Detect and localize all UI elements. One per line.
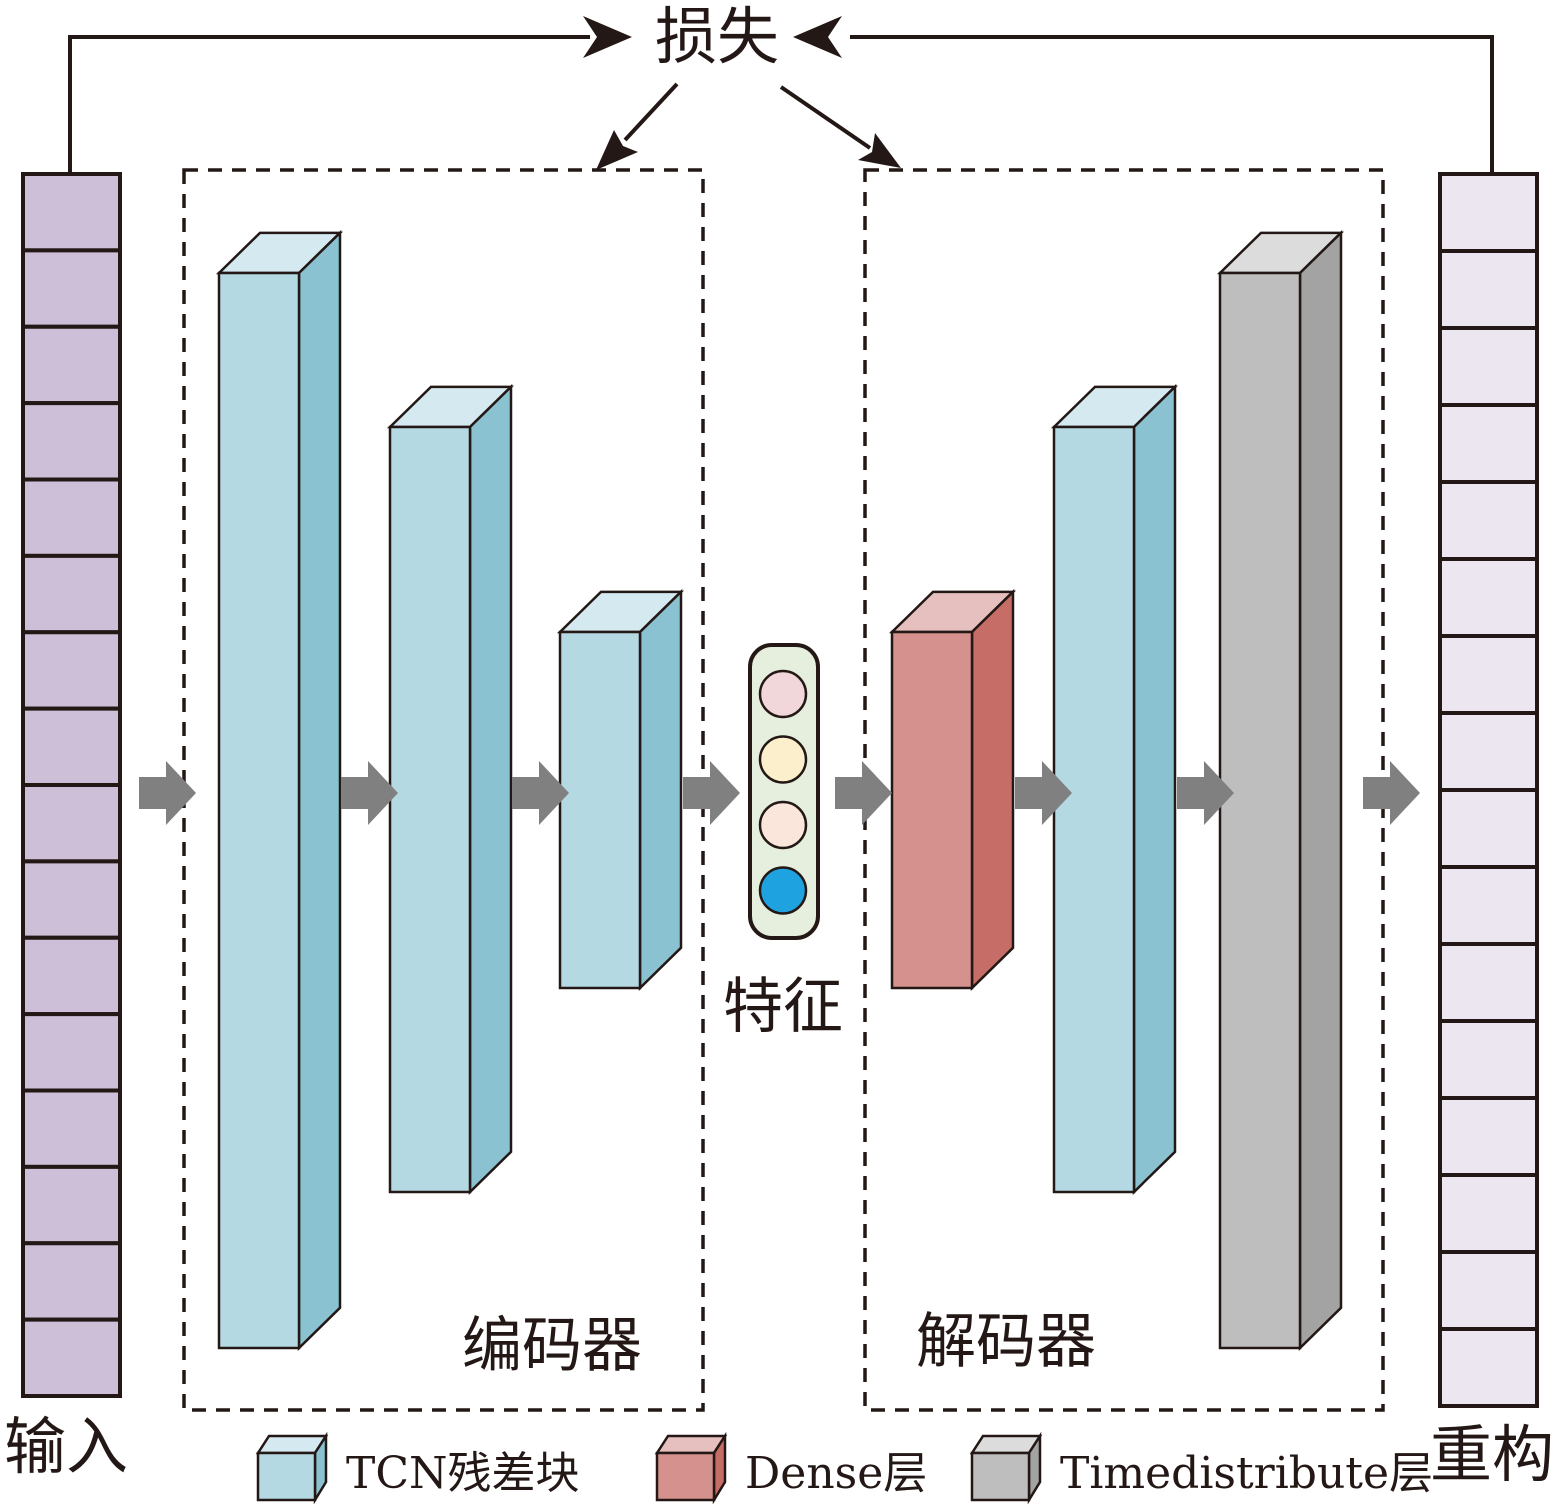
feature-unit (758, 735, 808, 784)
column-cell (21, 1012, 122, 1093)
loss-connectors (68, 35, 1494, 172)
flow-arrow-icon (341, 761, 398, 825)
legend-item-dense: Dense层 (654, 1431, 927, 1504)
column-cell (1438, 1327, 1539, 1408)
column-cell (21, 783, 122, 864)
encoder-layers (215, 229, 685, 1351)
encoder-label: 编码器 (462, 1311, 642, 1381)
decoder-layer-dense (888, 588, 1017, 991)
decoder-layer-tcn (1050, 383, 1179, 1195)
feature-unit (758, 669, 808, 719)
column-cell (1438, 788, 1539, 869)
column-cell (21, 553, 122, 635)
arrowhead-icon (583, 16, 632, 58)
column-cell (1438, 1173, 1539, 1254)
box-side (297, 229, 342, 1351)
decoder-label: 解码器 (916, 1307, 1096, 1377)
box-front (1218, 271, 1302, 1350)
column-cell (1438, 172, 1539, 253)
flow-arrow-icon (512, 761, 569, 825)
column-cell (1438, 1096, 1539, 1177)
feature-vector (748, 643, 820, 940)
decoder-layers (888, 229, 1345, 1351)
column-cell (1438, 865, 1539, 946)
column-cell (21, 630, 122, 711)
legend-swatch-front (655, 1451, 716, 1502)
column-cell (1438, 403, 1539, 484)
column-cell (21, 1241, 122, 1322)
legend-label: Dense层 (745, 1448, 927, 1499)
legend-item-timedist: Timedistribute层 (969, 1431, 1433, 1504)
column-cell (21, 935, 122, 1017)
legend-label: TCN残差块 (346, 1448, 580, 1499)
column-cell (1438, 942, 1539, 1023)
box-side (638, 588, 683, 991)
arrowhead-icon (793, 16, 842, 58)
input-to-loss-line (68, 35, 590, 172)
decoder-layer-timedist (1216, 229, 1345, 1351)
loss-arrowheads (583, 16, 901, 170)
input-column (21, 172, 122, 1398)
box-front (217, 271, 301, 1350)
legend-item-tcn: TCN残差块 (255, 1431, 580, 1504)
column-cell (21, 324, 122, 406)
legend-swatch-front (970, 1451, 1031, 1502)
output-to-loss-line (850, 35, 1494, 172)
column-cell (1438, 634, 1539, 715)
column-cell (1438, 480, 1539, 561)
encoder-layer-tcn (556, 588, 685, 991)
feature-label: 特征 (723, 972, 843, 1042)
column-cell (21, 248, 122, 329)
flow-arrow-icon (139, 761, 196, 825)
box-front (1052, 425, 1136, 1194)
column-cell (21, 1164, 122, 1246)
encoder-layer-tcn (215, 229, 344, 1351)
loss-to-encoder-line (623, 82, 679, 142)
encoder-layer-tcn (386, 383, 515, 1195)
feature-unit (758, 866, 808, 915)
column-cell (1438, 1250, 1539, 1331)
loss-label: 损失 (655, 0, 779, 73)
column-cell (21, 859, 122, 940)
column-cell (21, 172, 122, 253)
feature-unit (758, 800, 808, 850)
box-front (890, 630, 974, 990)
box-front (388, 425, 472, 1194)
flow-arrow-icon (1363, 761, 1420, 825)
legend-label: Timedistribute层 (1060, 1448, 1433, 1499)
column-cell (21, 401, 122, 482)
column-cell (1438, 326, 1539, 407)
column-cell (21, 706, 122, 787)
flow-arrow-icon (835, 761, 892, 825)
box-side (468, 383, 513, 1195)
column-cell (1438, 711, 1539, 792)
arrowhead-icon (596, 130, 638, 170)
column-cell (1438, 557, 1539, 638)
box-side (1298, 229, 1343, 1351)
legend: TCN残差块 Dense层 Timedistribute层 (255, 1431, 1433, 1504)
flow-arrows (139, 761, 1420, 825)
flow-arrow-icon (1015, 761, 1072, 825)
flow-arrow-icon (683, 761, 740, 825)
column-cell (21, 477, 122, 558)
flow-arrow-icon (1177, 761, 1234, 825)
loss-to-decoder-line (779, 85, 872, 150)
box-side (1132, 383, 1177, 1195)
column-cell (1438, 1019, 1539, 1100)
output-column (1438, 172, 1539, 1408)
input-label: 输入 (4, 1410, 128, 1483)
box-front (558, 630, 642, 990)
box-side (970, 588, 1015, 991)
legend-swatch-front (256, 1451, 317, 1502)
column-cell (21, 1088, 122, 1169)
arrowhead-icon (858, 133, 901, 168)
column-cell (1438, 249, 1539, 330)
feature-container (748, 643, 820, 940)
column-cell (21, 1317, 122, 1398)
reconstruction-label: 重构 (1430, 1418, 1554, 1491)
